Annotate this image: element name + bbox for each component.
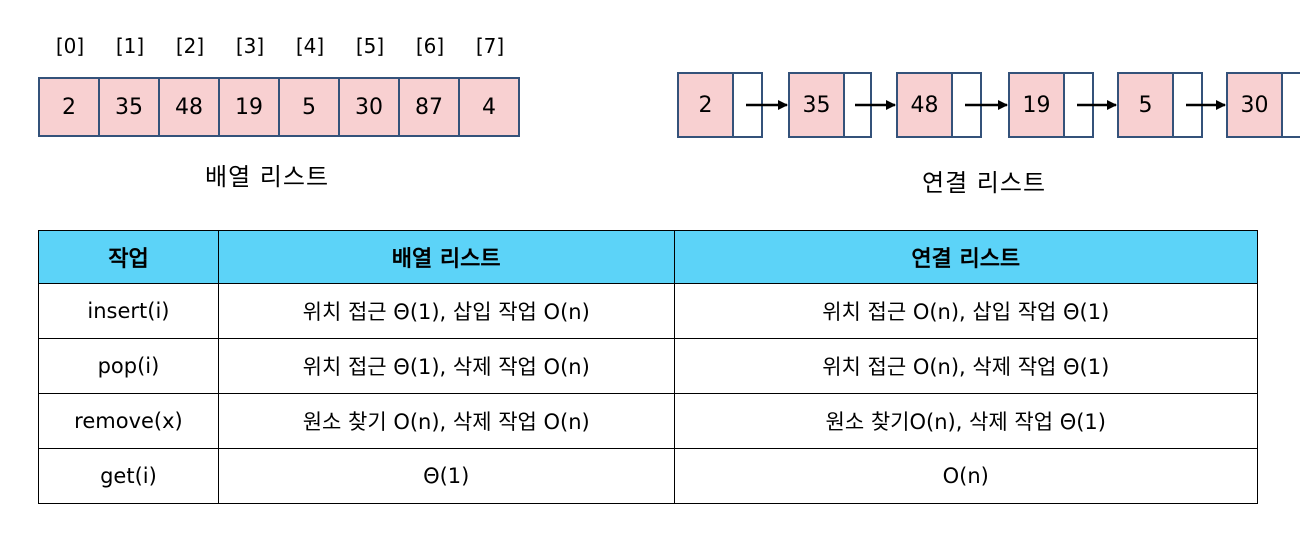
- operation-cell: get(i): [38, 448, 219, 504]
- array-list-cell: 위치 접근 Θ(1), 삽입 작업 O(n): [217, 283, 675, 339]
- node-value: 5: [1119, 74, 1174, 136]
- array-index: [7]: [475, 34, 505, 58]
- operation-cell: remove(x): [38, 393, 219, 449]
- list-node: 19: [1008, 72, 1094, 138]
- operation-cell: pop(i): [38, 338, 219, 394]
- array-list-caption: 배열 리스트: [205, 163, 330, 191]
- linked-list-cell: O(n): [673, 448, 1259, 504]
- array-index: [3]: [235, 34, 265, 58]
- array-index: [0]: [55, 34, 85, 58]
- column-header: 작업: [38, 230, 219, 284]
- linked-list-cell: 원소 찾기O(n), 삭제 작업 Θ(1): [673, 393, 1259, 449]
- node-value: 30: [1228, 74, 1283, 136]
- table-row: pop(i) 위치 접근 Θ(1), 삭제 작업 O(n) 위치 접근 O(n)…: [38, 338, 1259, 394]
- list-node: 35: [788, 72, 872, 138]
- node-value: 48: [898, 74, 953, 136]
- list-node: 30: [1226, 72, 1300, 138]
- operation-cell: insert(i): [38, 283, 219, 339]
- array-cell: 4: [458, 77, 520, 137]
- array-cell: 87: [398, 77, 460, 137]
- list-node: 48: [896, 72, 982, 138]
- column-header: 연결 리스트: [673, 230, 1259, 284]
- array-list-cell: Θ(1): [217, 448, 675, 504]
- array-list-cell: 위치 접근 Θ(1), 삭제 작업 O(n): [217, 338, 675, 394]
- table-row: get(i) Θ(1) O(n): [38, 448, 1259, 504]
- array-index: [2]: [175, 34, 205, 58]
- node-value: 35: [790, 74, 845, 136]
- array-list-cell: 원소 찾기 O(n), 삭제 작업 O(n): [217, 393, 675, 449]
- node-value: 19: [1010, 74, 1065, 136]
- linked-list-cell: 위치 접근 O(n), 삽입 작업 Θ(1): [673, 283, 1259, 339]
- table-header-row: 작업 배열 리스트 연결 리스트: [38, 230, 1259, 284]
- table-row: remove(x) 원소 찾기 O(n), 삭제 작업 O(n) 원소 찾기O(…: [38, 393, 1259, 449]
- comparison-table: 작업 배열 리스트 연결 리스트 insert(i) 위치 접근 Θ(1), 삽…: [38, 230, 1259, 504]
- node-pointer: [1283, 74, 1300, 136]
- linked-list-cell: 위치 접근 O(n), 삭제 작업 Θ(1): [673, 338, 1259, 394]
- array-cell: 2: [38, 77, 100, 137]
- linked-list-caption: 연결 리스트: [922, 169, 1047, 197]
- array-index: [5]: [355, 34, 385, 58]
- array-index: [4]: [295, 34, 325, 58]
- array-cell: 30: [338, 77, 400, 137]
- column-header: 배열 리스트: [217, 230, 675, 284]
- pointer-arrows: [746, 100, 1226, 110]
- table-row: insert(i) 위치 접근 Θ(1), 삽입 작업 O(n) 위치 접근 O…: [38, 283, 1259, 339]
- array-index: [1]: [115, 34, 145, 58]
- array-index: [6]: [415, 34, 445, 58]
- node-value: 2: [679, 74, 734, 136]
- array-cell: 19: [218, 77, 280, 137]
